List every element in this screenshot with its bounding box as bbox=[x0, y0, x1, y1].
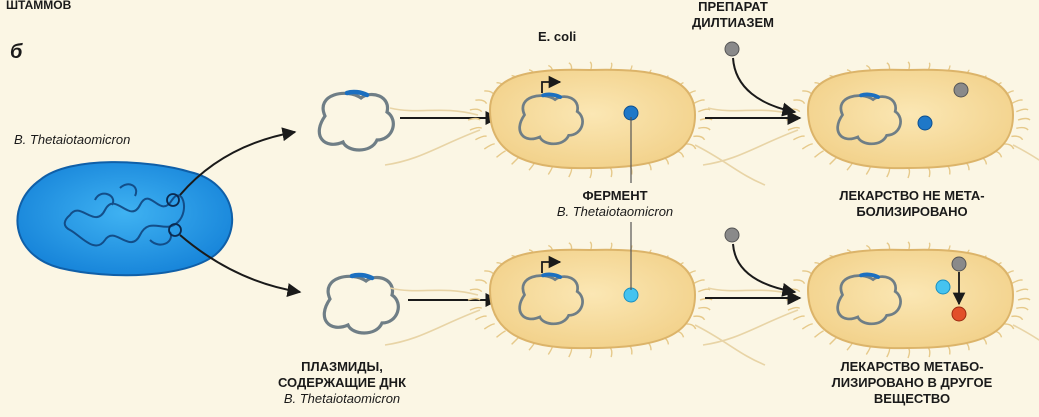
btheta-cell bbox=[17, 162, 232, 275]
ecoli-flagellum bbox=[390, 288, 478, 295]
enzyme-label: ФЕРМЕНТ B. Thetaiotaomicron bbox=[525, 188, 705, 220]
metabolized-line3: ВЕЩЕСТВО bbox=[812, 391, 1012, 407]
ecoli-flagellum bbox=[703, 310, 798, 345]
drug-label: ПРЕПАРАТ ДИЛТИАЗЕМ bbox=[668, 0, 798, 31]
plasmids-line1: ПЛАЗМИДЫ, bbox=[262, 359, 422, 375]
ecoli-cell-top-middle bbox=[385, 62, 765, 185]
not-metabolized-line2: БОЛИЗИРОВАНО bbox=[812, 204, 1012, 220]
ecoli-flagellum bbox=[385, 130, 480, 165]
drug-label-line1: ПРЕПАРАТ bbox=[668, 0, 798, 15]
ecoli-flagellum bbox=[390, 108, 478, 115]
ecoli-flagellum bbox=[1013, 145, 1039, 185]
not-metabolized-line1: ЛЕКАРСТВО НЕ МЕТА- bbox=[812, 188, 1012, 204]
enzyme-label-line2: B. Thetaiotaomicron bbox=[525, 204, 705, 220]
ecoli-label: E. coli bbox=[538, 29, 576, 45]
not-metabolized-label: ЛЕКАРСТВО НЕ МЕТА- БОЛИЗИРОВАНО bbox=[812, 188, 1012, 220]
plasmids-line3: B. Thetaiotaomicron bbox=[262, 391, 422, 407]
drug-molecule bbox=[954, 83, 968, 97]
metabolized-label: ЛЕКАРСТВО МЕТАБО- ЛИЗИРОВАНО В ДРУГОЕ ВЕ… bbox=[812, 359, 1012, 407]
drug-arrow-bottom bbox=[733, 244, 795, 292]
ecoli-cell-bottom-middle bbox=[385, 242, 765, 365]
enzyme-molecule bbox=[936, 280, 950, 294]
ecoli-flagellum bbox=[1013, 325, 1039, 365]
panel-label: б bbox=[10, 44, 22, 60]
drug-arrow-top bbox=[733, 58, 795, 112]
metabolized-line2: ЛИЗИРОВАНО В ДРУГОЕ bbox=[812, 375, 1012, 391]
ecoli-flagellum bbox=[385, 310, 480, 345]
metabolized-line1: ЛЕКАРСТВО МЕТАБО- bbox=[812, 359, 1012, 375]
drug-label-line2: ДИЛТИАЗЕМ bbox=[668, 15, 798, 31]
plasmid-bottom bbox=[324, 275, 398, 333]
enzyme-molecule bbox=[918, 116, 932, 130]
enzyme-molecule bbox=[624, 288, 638, 302]
enzyme-label-line1: ФЕРМЕНТ bbox=[525, 188, 705, 204]
metabolite-molecule bbox=[952, 307, 966, 321]
plasmid-top bbox=[319, 92, 393, 150]
plasmids-line2: СОДЕРЖАЩИЕ ДНК bbox=[262, 375, 422, 391]
ecoli-cell-bottom-right bbox=[703, 242, 1039, 365]
drug-molecule-top bbox=[725, 42, 739, 56]
ecoli-cell-top-right bbox=[703, 62, 1039, 185]
species-label: B. Thetaiotaomicron bbox=[14, 132, 130, 148]
drug-molecule bbox=[952, 257, 966, 271]
ecoli-flagellum bbox=[703, 130, 798, 165]
drug-molecule-bottom bbox=[725, 228, 739, 242]
plasmids-label: ПЛАЗМИДЫ, СОДЕРЖАЩИЕ ДНК B. Thetaiotaomi… bbox=[262, 359, 422, 407]
header-cut-text: ШТАММОВ bbox=[6, 0, 71, 13]
